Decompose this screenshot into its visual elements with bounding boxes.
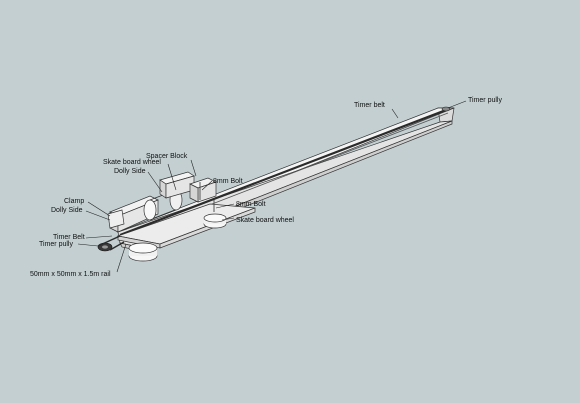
dolly-plate bbox=[116, 203, 256, 249]
skate-wheel-left bbox=[128, 242, 158, 262]
label-skate-wheel-top: Skate board wheel bbox=[103, 159, 161, 166]
label-dolly-side-left: Dolly Side bbox=[51, 207, 83, 214]
label-timer-pully-left: Timer pully bbox=[39, 241, 73, 248]
label-bolt-lower: 8mm Bolt bbox=[236, 201, 266, 208]
label-timer-belt-left: Timer Belt bbox=[53, 234, 85, 241]
label-timer-pully-top: Timer pully bbox=[468, 97, 502, 104]
label-rail: 50mm x 50mm x 1.5m rail bbox=[30, 271, 111, 278]
timer-pully-near bbox=[97, 235, 125, 252]
label-clamp: Clamp bbox=[64, 198, 84, 205]
label-spacer-block: Spacer Block bbox=[146, 153, 188, 160]
label-dolly-side-top: Dolly Side bbox=[114, 168, 146, 175]
dolly-side-right bbox=[189, 177, 217, 203]
label-skate-wheel-lower: Skate board wheel bbox=[236, 217, 294, 224]
label-timer-belt-top: Timer belt bbox=[354, 102, 385, 109]
skate-wheel-right bbox=[203, 213, 227, 229]
clamp bbox=[107, 209, 125, 229]
label-bolt-upper: 8mm Bolt bbox=[213, 178, 243, 185]
spacer-block bbox=[159, 171, 195, 199]
leader-lines bbox=[77, 100, 467, 273]
labels: Timer pully Timer belt Spacer Block Skat… bbox=[30, 97, 502, 278]
